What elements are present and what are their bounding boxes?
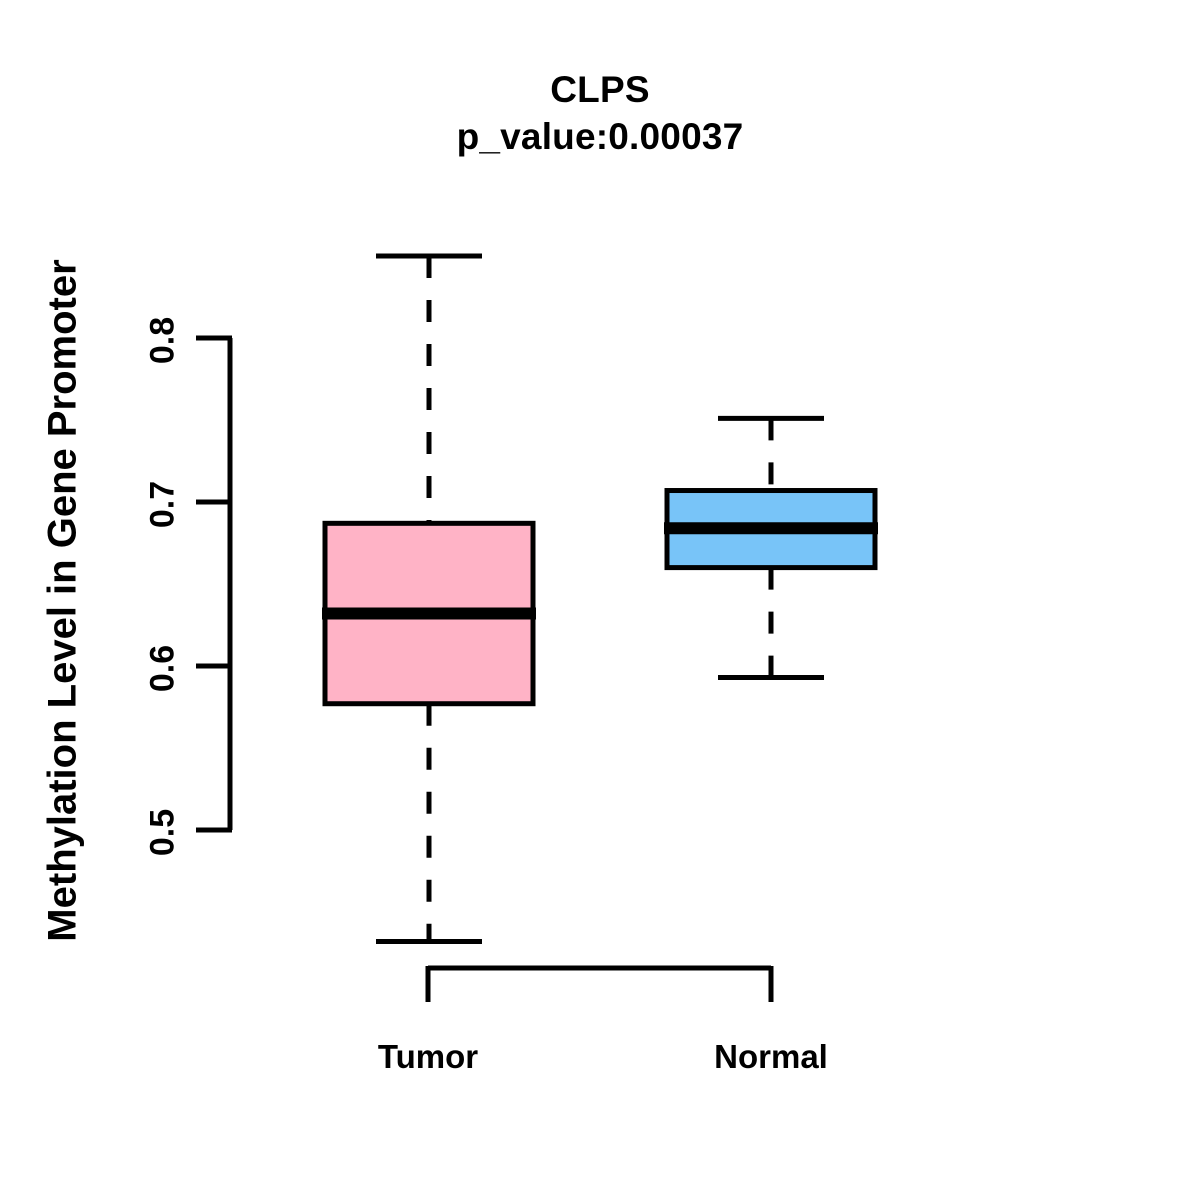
box-normal[interactable] (664, 415, 878, 680)
x-tick-label-tumor: Tumor (377, 1038, 479, 1075)
x-axis (425, 965, 774, 1002)
y-axis (196, 335, 233, 833)
x-tick-label-normal: Normal (714, 1038, 828, 1075)
box-tumor[interactable] (322, 253, 536, 945)
